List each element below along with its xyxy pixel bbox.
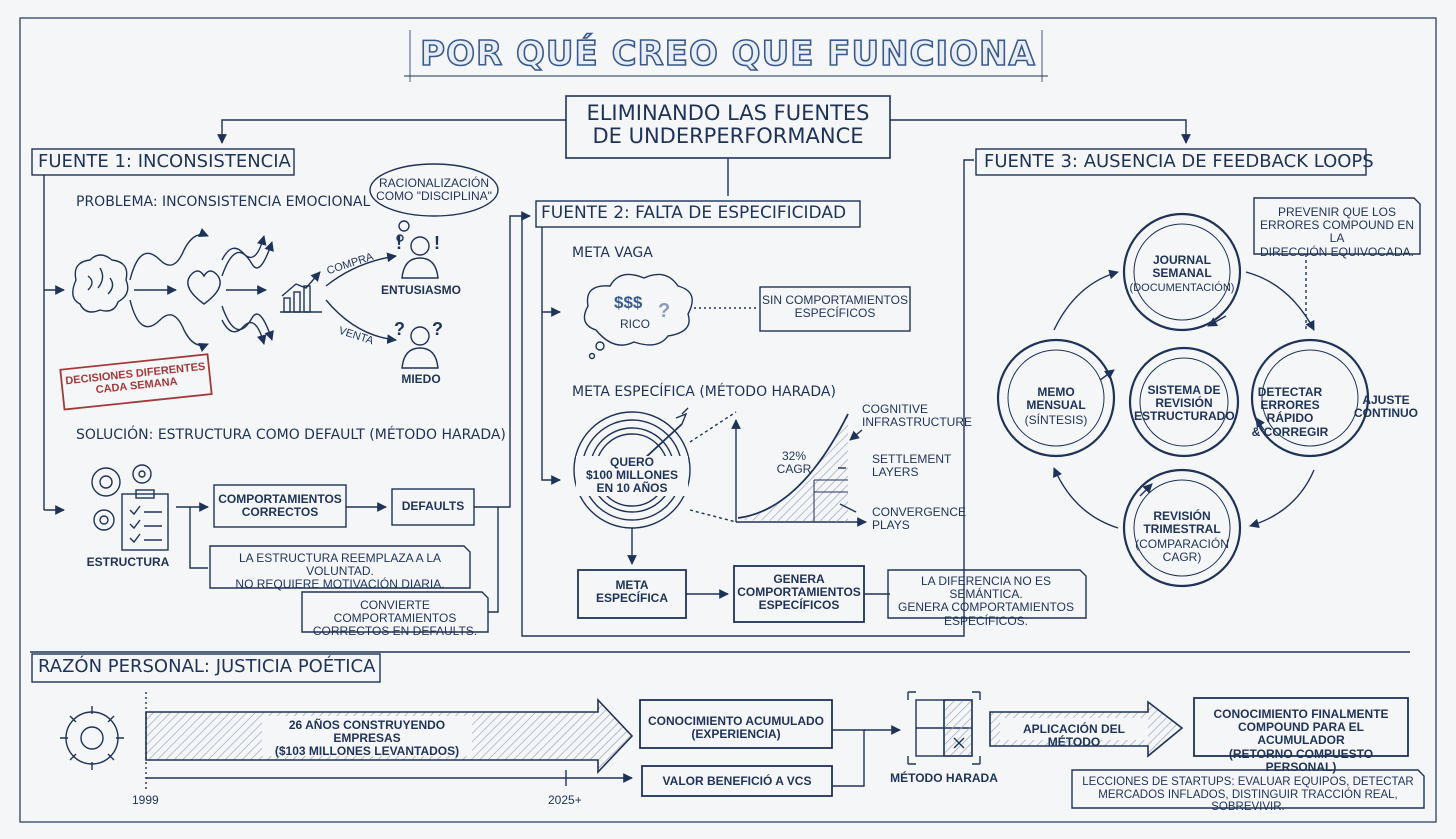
person-miedo [401, 326, 439, 369]
entusiasmo-label: ENTUSIASMO [380, 283, 461, 297]
cognitive-label: COGNITIVE INFRASTRUCTURE [862, 402, 972, 430]
cagr-label: 32% CAGR [776, 449, 812, 477]
aplicacion-text: APLICACIÓN DEL MÉTODO [1023, 722, 1125, 750]
valor-box [641, 765, 833, 797]
revision-sub: (COMPARACIÓN CAGR) [1135, 537, 1229, 565]
detectar-label: DETECTAR ERRORES RÁPIDO & CORREGIR [1251, 385, 1329, 439]
genera-text: GENERA COMPORTAMIENTOS ESPECÍFICOS [737, 572, 861, 613]
ajuste-label: AJUSTE CONTINUO [1354, 393, 1418, 421]
connector-fuente1 [217, 119, 566, 144]
fuente2-header-box [535, 200, 861, 228]
question-icon-2: ? [432, 319, 443, 339]
estructura-label: ESTRUCTURA [86, 555, 170, 569]
note2-text: CONVIERTE COMPORTAMIENTOS CORRECTOS EN D… [312, 598, 478, 639]
conocimiento-text: CONOCIMIENTO ACUMULADO (EXPERIENCIA) [648, 714, 824, 742]
convergence-label: CONVERGENCE PLAYS [872, 505, 967, 533]
lecciones-text: LECCIONES DE STARTUPS: EVALUAR EQUIPOS, … [1082, 776, 1414, 814]
question-icon: ? [394, 319, 405, 339]
cloud-money: $$$ [614, 293, 643, 312]
big-gear-icon [60, 706, 124, 770]
central-text: ELIMINANDO LAS FUENTES DE UNDERPERFORMAN… [586, 101, 870, 149]
razon-header-box [31, 653, 381, 683]
memo-sub: (SÍNTESIS) [1024, 413, 1088, 427]
fuente3-note-text: PREVENIR QUE LOS ERRORES COMPOUND EN LA … [1259, 205, 1415, 259]
big-arrow-text: 26 AÑOS CONSTRUYENDO EMPRESAS ($103 MILL… [274, 718, 460, 759]
solucion-label: SOLUCIÓN: ESTRUCTURA COMO DEFAULT (MÉTOD… [76, 427, 506, 443]
money-cloud [583, 273, 693, 346]
growth-chart [731, 413, 867, 527]
journal-sub: (DOCUMENTACIÓN) [1129, 282, 1235, 294]
final-box [1193, 697, 1409, 757]
fuente2-header: FUENTE 2: FALTA DE ESPECIFICIDAD [541, 203, 847, 223]
fuente1-header-box [31, 148, 295, 176]
page-title: POR QUÉ CREO QUE FUNCIONA [419, 33, 1036, 75]
brain-shape [72, 254, 129, 313]
memo-label: MEMO MENSUAL [1026, 385, 1086, 413]
exclaim-icon-2: ! [434, 233, 440, 253]
fuente3-header: FUENTE 3: AUSENCIA DE FEEDBACK LOOPS [984, 151, 1374, 172]
connector-fuente3 [890, 119, 1191, 144]
year-end: 2025+ [548, 793, 582, 807]
journal-label: JOURNAL SEMANAL [1152, 253, 1212, 281]
fuente2-note-box [887, 569, 1087, 619]
fuente3-note-box [1253, 197, 1421, 255]
bar-chart-icon [280, 271, 322, 313]
conocimiento-box [639, 699, 833, 749]
stamp-border [59, 353, 213, 411]
question-mark-icon: ? [658, 300, 671, 322]
exclaim-icon: ! [396, 233, 402, 253]
note2-box [301, 591, 489, 633]
fuente1-header: FUENTE 1: INCONSISTENCIA [38, 151, 291, 172]
thought-bubble [369, 163, 499, 217]
person-entusiasmo [401, 236, 439, 279]
meta-especifica-text: META ESPECÍFICA [595, 578, 668, 606]
harada-matrix [907, 691, 981, 765]
note1-box [209, 545, 471, 589]
thought-text: RACIONALIZACIÓN COMO "DISCIPLINA" [376, 176, 492, 204]
feedback-loop [996, 212, 1370, 588]
gears-icon [91, 464, 152, 531]
note1-text: LA ESTRUCTURA REEMPLAZA A LA VOLUNTAD. N… [235, 551, 445, 592]
comportamientos-box [213, 484, 347, 528]
comportamientos-text: COMPORTAMIENTOS CORRECTOS [218, 492, 342, 520]
metodo-harada-label: MÉTODO HARADA [890, 771, 998, 785]
fuente2-note-text: LA DIFERENCIA NO ES SEMÁNTICA. GENERA CO… [897, 574, 1075, 628]
valor-text: VALOR BENEFICIÓ A VCS [662, 774, 812, 788]
meta-especifica-label: META ESPECÍFICA (MÉTODO HARADA) [572, 384, 836, 400]
outer-frame [19, 17, 1437, 823]
sin-comportamientos-box [759, 286, 911, 332]
lecciones-box [1071, 769, 1425, 809]
miedo-label: MIEDO [401, 372, 441, 386]
clipboard-icon [121, 489, 169, 551]
revision-label: REVISIÓN TRIMESTRAL [1143, 509, 1221, 537]
fuente2-spine [541, 227, 561, 485]
fuente3-header-box [975, 148, 1367, 176]
defaults-text: DEFAULTS [401, 499, 465, 513]
final-text: CONOCIMIENTO FINALMENTE COMPOUND PARA EL… [1213, 707, 1389, 774]
settlement-label: SETTLEMENT LAYERS [872, 452, 952, 480]
sistema-label: SISTEMA DE REVISIÓN ESTRUCTURADO [1134, 383, 1235, 424]
razon-header: RAZÓN PERSONAL: JUSTICIA POÉTICA [38, 656, 376, 677]
target-text: QUERO $100 MILLONES EN 10 AÑOS [576, 455, 688, 496]
fuente2-frame [521, 159, 974, 637]
meta-vaga-label: META VAGA [572, 245, 653, 261]
cloud-rico: RICO [620, 317, 650, 331]
heart-shape [187, 270, 221, 305]
connector-defaults-fuente2 [474, 211, 531, 508]
problema-label: PROBLEMA: INCONSISTENCIA EMOCIONAL [76, 194, 371, 210]
sin-comportamientos-text: SIN COMPORTAMIENTOS ESPECÍFICOS [761, 293, 908, 321]
year-start: 1999 [132, 793, 159, 807]
